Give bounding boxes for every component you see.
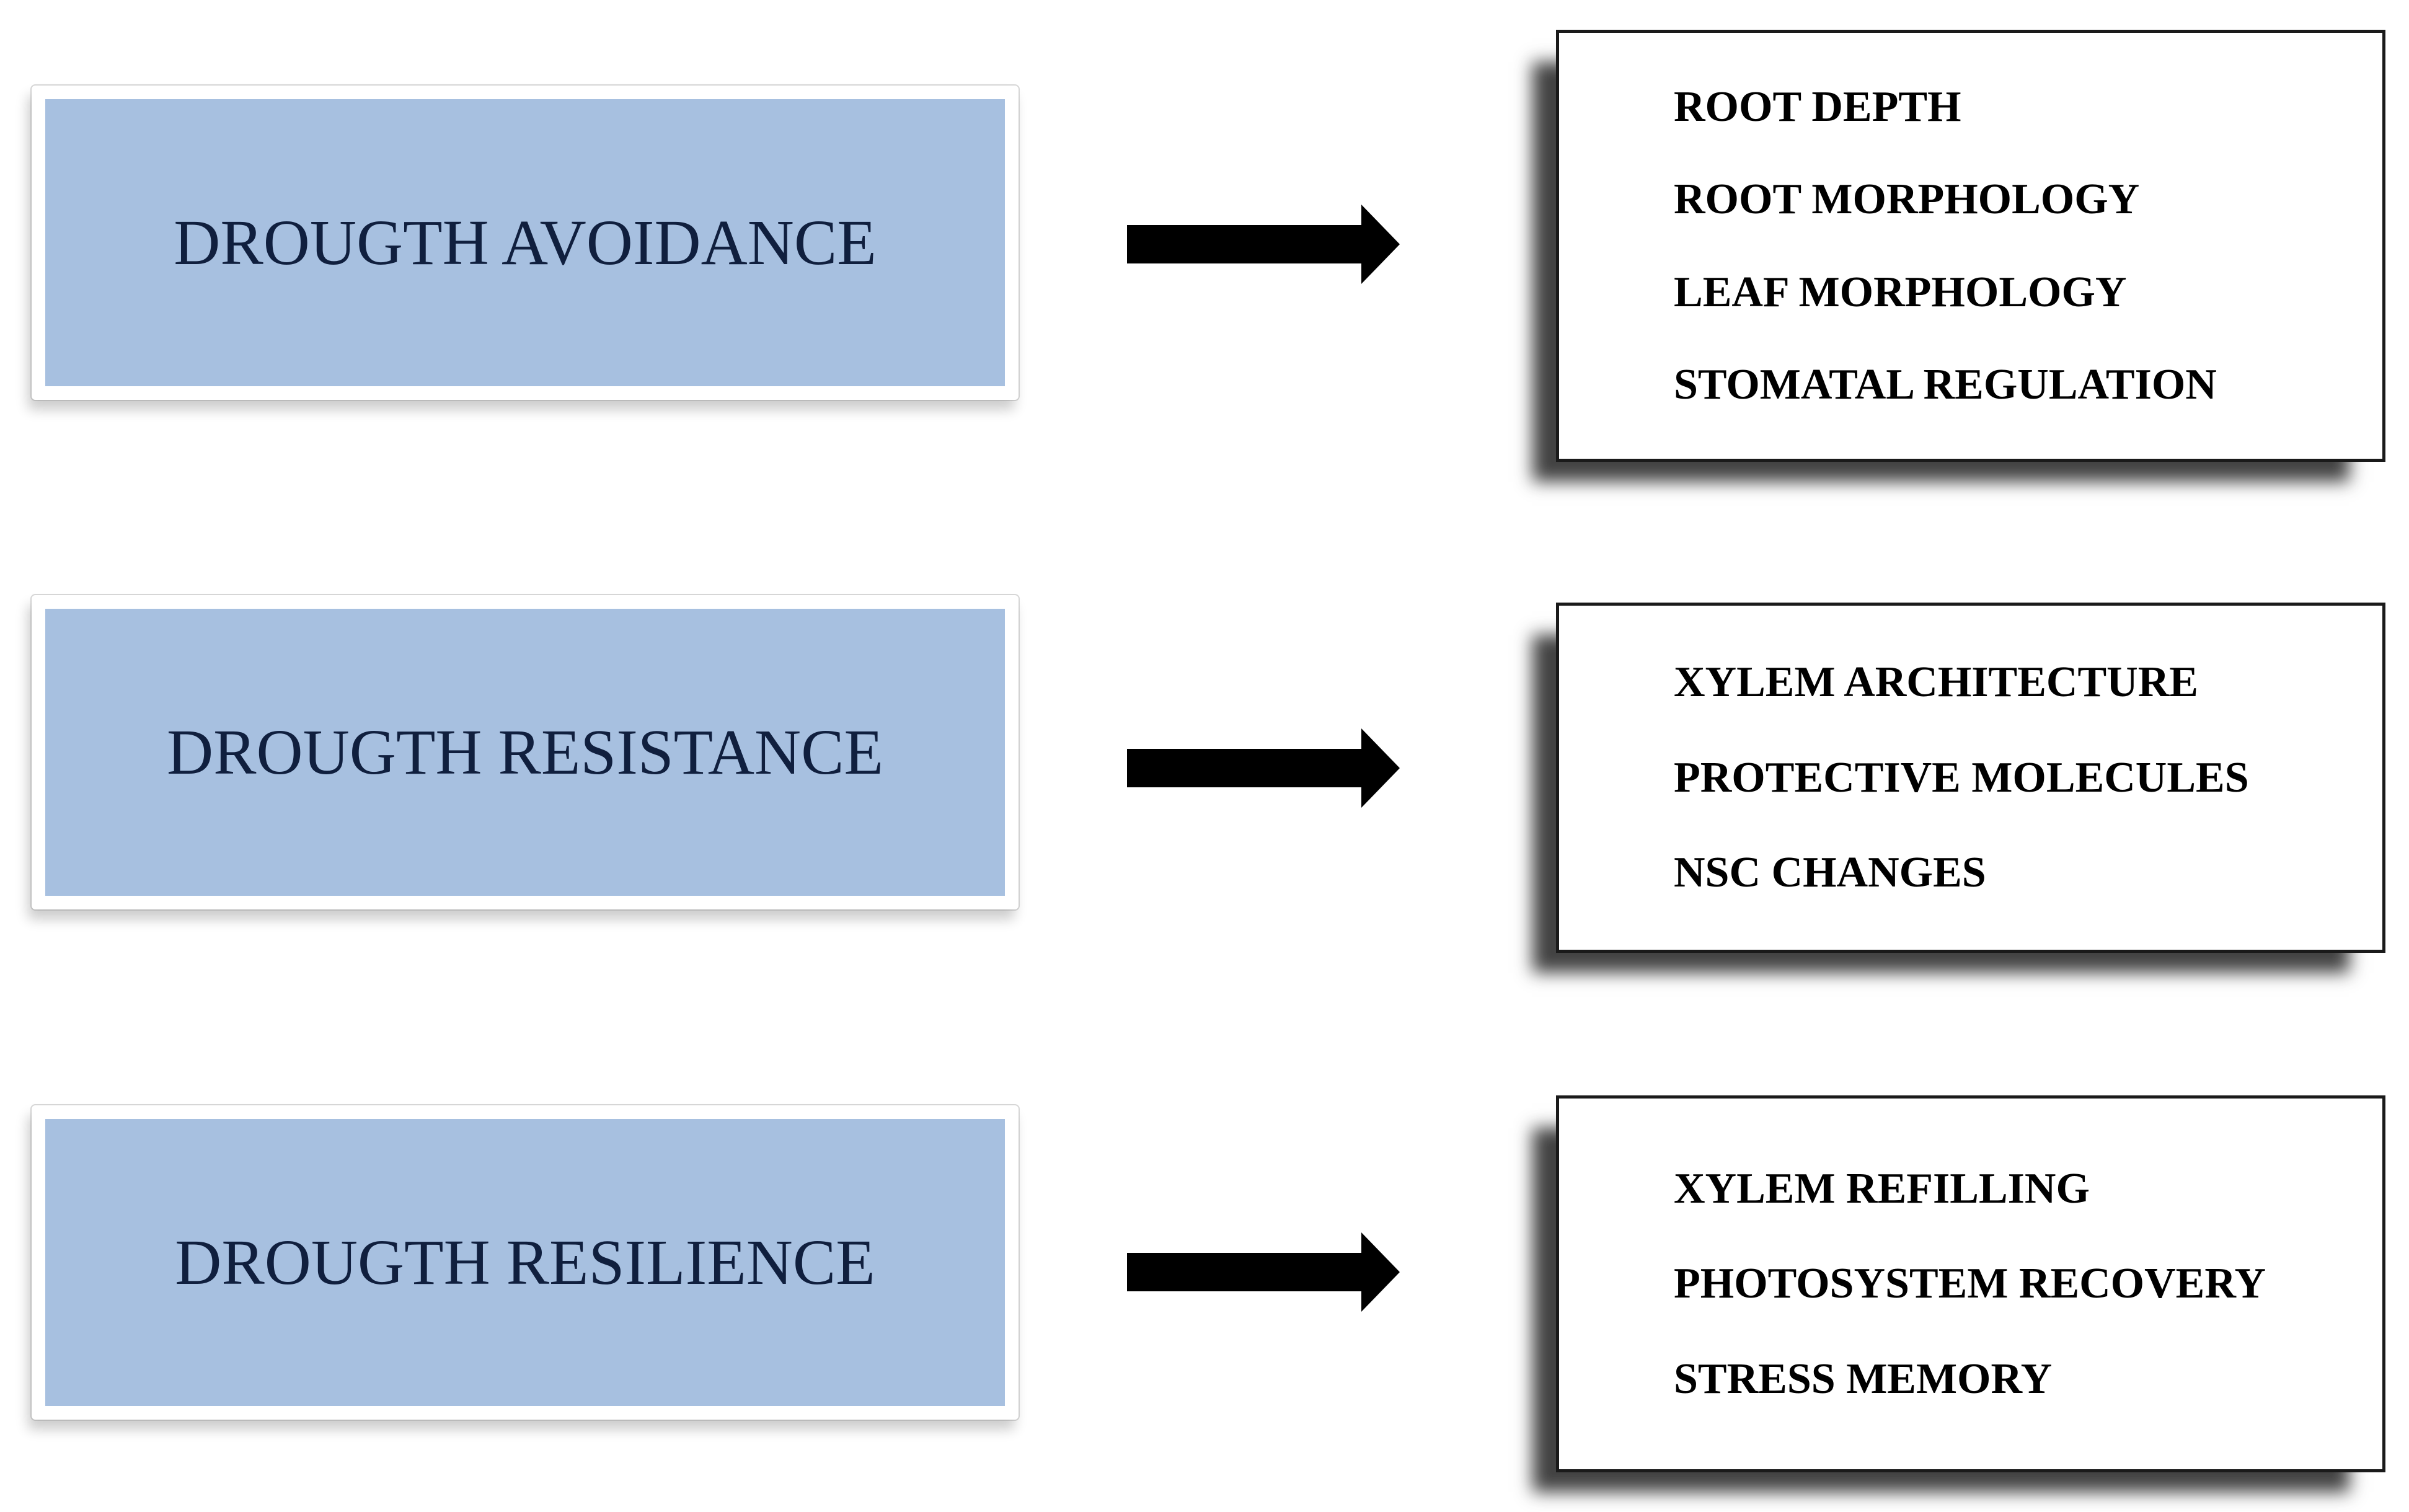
trait-item: STOMATAL REGULATION [1674, 361, 2217, 409]
trait-item: ROOT DEPTH [1674, 82, 1961, 131]
trait-item: XYLEM REFILLING [1674, 1164, 2090, 1213]
trait-box-resistance: XYLEM ARCHITECTURE PROTECTIVE MOLECULES … [1556, 603, 2385, 953]
category-label: DROUGTH RESISTANCE [167, 717, 883, 788]
category-box-drought-resistance: DROUGTH RESISTANCE [32, 595, 1019, 909]
trait-item: STRESS MEMORY [1674, 1355, 2053, 1403]
trait-item: PHOTOSYSTEM RECOVERY [1674, 1260, 2266, 1308]
right-arrow-icon [1127, 1232, 1400, 1312]
category-label: DROUGTH RESILIENCE [175, 1227, 875, 1298]
category-box-drought-avoidance: DROUGTH AVOIDANCE [32, 86, 1019, 400]
trait-box-resilience: XYLEM REFILLING PHOTOSYSTEM RECOVERY STR… [1556, 1095, 2385, 1472]
category-label: DROUGTH AVOIDANCE [174, 207, 877, 278]
trait-box-avoidance: ROOT DEPTH ROOT MORPHOLOGY LEAF MORPHOLO… [1556, 30, 2385, 462]
trait-item: LEAF MORPHOLOGY [1674, 268, 2127, 316]
right-arrow-icon [1127, 205, 1400, 284]
trait-item: XYLEM ARCHITECTURE [1674, 658, 2198, 707]
right-arrow-icon [1127, 728, 1400, 808]
trait-item: ROOT MORPHOLOGY [1674, 175, 2140, 223]
trait-item: NSC CHANGES [1674, 849, 1986, 897]
trait-item: PROTECTIVE MOLECULES [1674, 753, 2249, 802]
category-box-drought-resilience: DROUGTH RESILIENCE [32, 1105, 1019, 1420]
